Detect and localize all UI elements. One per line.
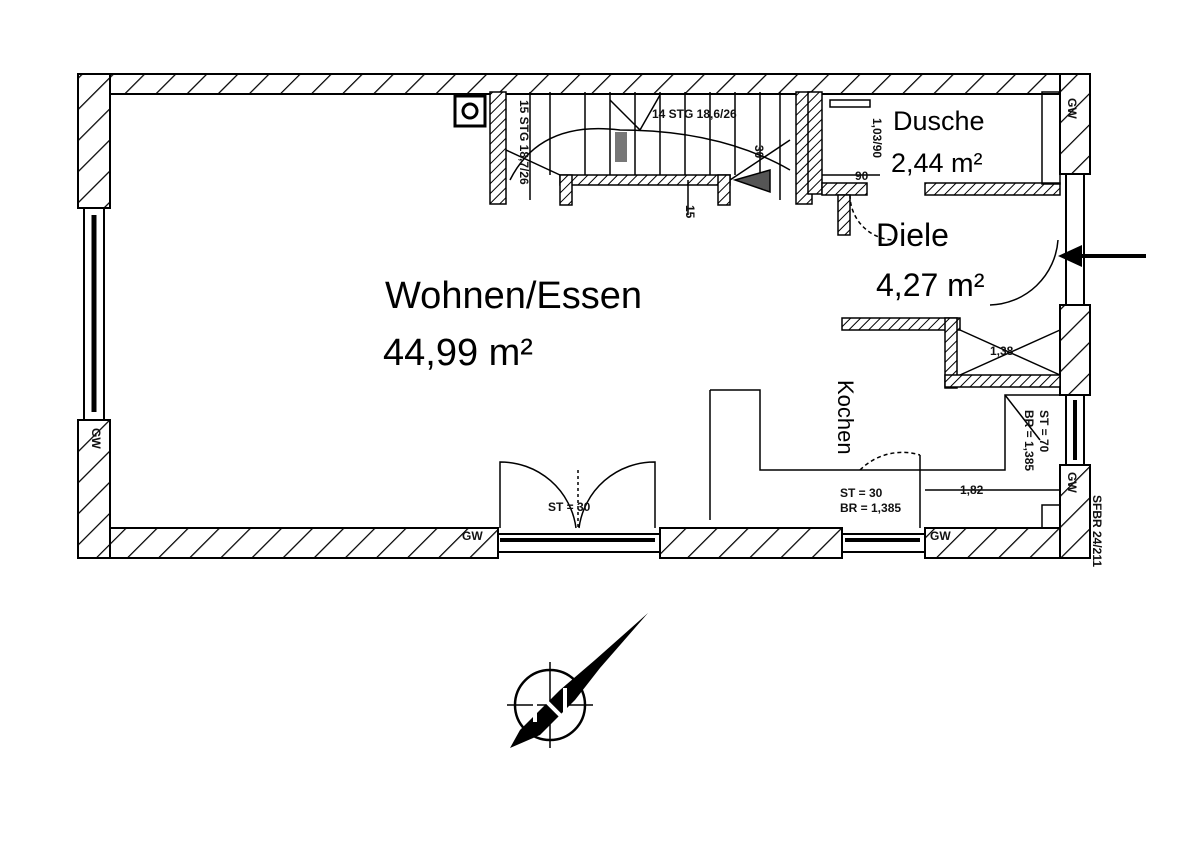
room-name-kochen: Kochen: [833, 380, 858, 455]
gw-label: GW: [930, 529, 951, 543]
stair-15-label: 15: [683, 205, 697, 219]
gw-label: GW: [1065, 472, 1079, 493]
room-area-diele: 4,27 m²: [876, 267, 985, 303]
chimney: [453, 94, 487, 128]
shower-90-label: 90: [855, 169, 869, 183]
door-kitchen-st-label: ST = 30: [840, 486, 883, 500]
room-name-dusche: Dusche: [893, 106, 985, 136]
door-side-st-label: ST = 70: [1037, 410, 1051, 453]
gw-label: GW: [89, 428, 103, 449]
compass-label: N: [0, 0, 1, 1]
room-area-wohnen: 44,99 m²: [383, 332, 533, 374]
sfbr-label: SFBR 24/211: [1090, 495, 1104, 567]
gw-label: GW: [462, 529, 483, 543]
door-kitchen-br-label: BR = 1,385: [840, 501, 901, 515]
kitchen-dim-label: 1,82: [960, 483, 984, 497]
room-name-diele: Diele: [876, 217, 949, 253]
windows: [83, 173, 1085, 553]
interior-walls: [807, 91, 1061, 389]
gw-label: GW: [1065, 98, 1079, 119]
exterior-walls: [77, 73, 1091, 559]
shower-dim-label: 1,03/90: [870, 118, 884, 158]
door-living-label: ST = 30: [548, 500, 591, 514]
store-dim-label: 1,38: [990, 344, 1014, 358]
stair1-label: 15 STG 18,7/26: [517, 100, 531, 185]
compass-north-icon: N: [0, 0, 648, 748]
room-area-dusche: 2,44 m²: [891, 148, 983, 178]
stair-30-label: 30: [752, 145, 766, 159]
stair2-label: 14 STG 18,6/26: [652, 107, 737, 121]
door-side-br-label: BR = 1,385: [1022, 410, 1036, 471]
fixtures: [499, 99, 1061, 529]
entrance-arrow-icon: [1058, 245, 1146, 267]
room-name-wohnen: Wohnen/Essen: [385, 275, 642, 317]
